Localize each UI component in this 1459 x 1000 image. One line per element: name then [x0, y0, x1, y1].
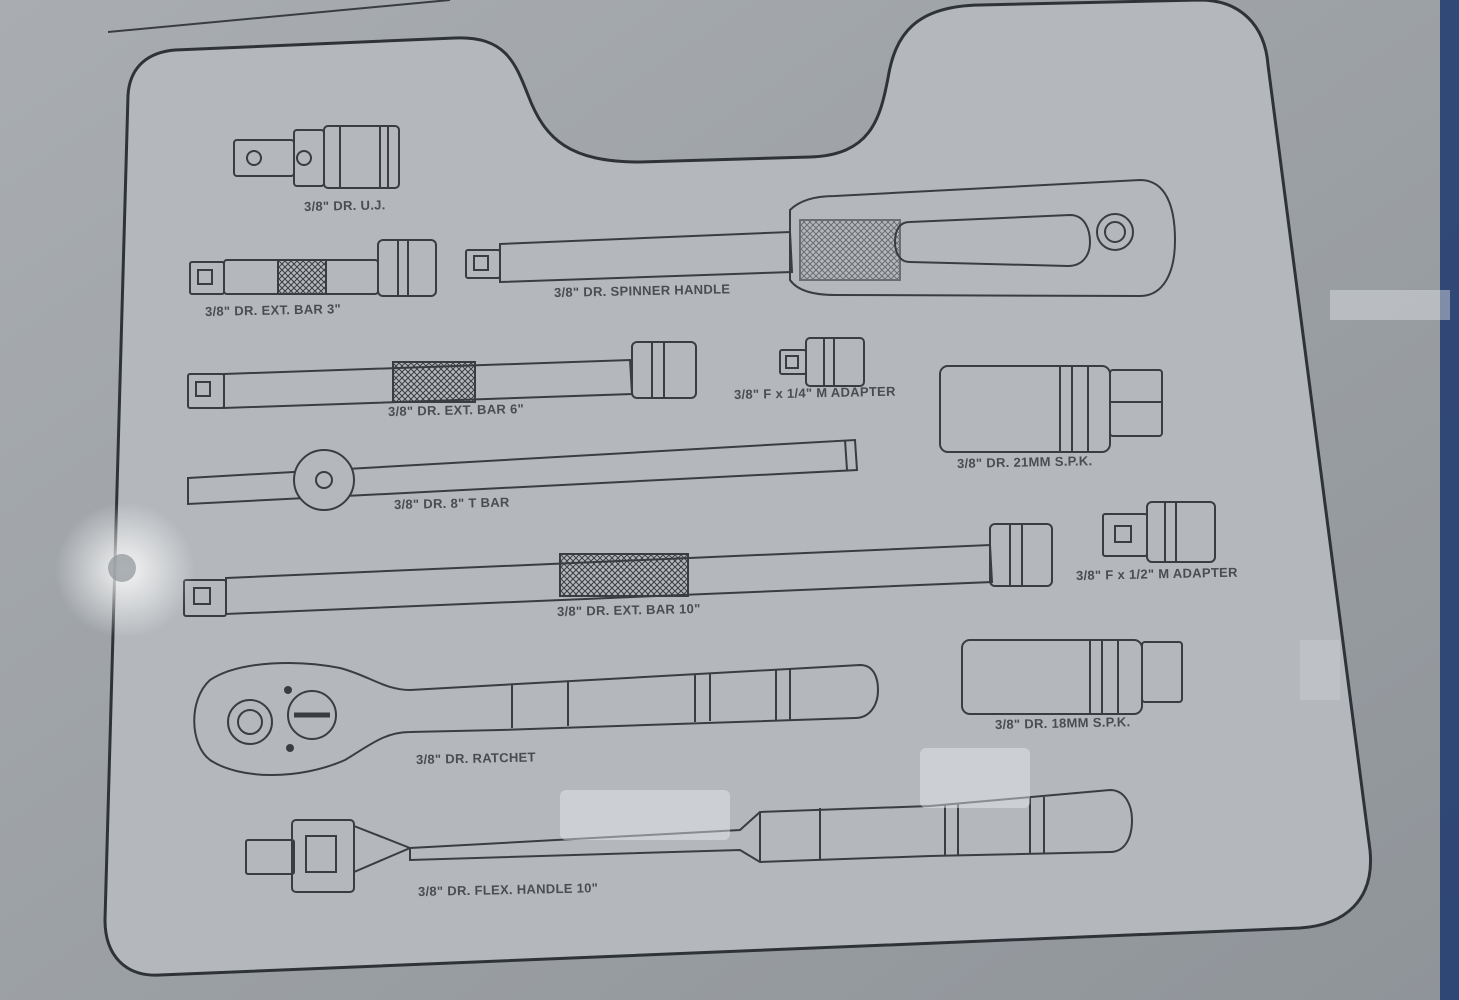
tray-hole [108, 554, 136, 582]
label-spk-18mm: 3/8" DR. 18MM S.P.K. [994, 714, 1131, 732]
label-ratchet: 3/8" DR. RATCHET [415, 749, 536, 767]
label-t-bar: 3/8" DR. 8" T BAR [393, 494, 510, 512]
universal-joint-icon [233, 125, 400, 189]
label-ext-bar-6in: 3/8" DR. EXT. BAR 6" [387, 401, 525, 419]
spark-plug-socket-18mm-icon [961, 639, 1183, 715]
adapter-half-icon [1102, 501, 1216, 563]
spark-plug-socket-21mm-icon [939, 365, 1163, 453]
ratchet-icon [193, 662, 880, 776]
extension-bar-10in-icon [183, 523, 1053, 617]
adapter-quarter-icon [779, 337, 865, 387]
label-spk-21mm: 3/8" DR. 21MM S.P.K. [956, 453, 1093, 471]
reflection-streaks [560, 290, 1450, 840]
label-ext-bar-10in: 3/8" DR. EXT. BAR 10" [556, 600, 701, 619]
spinner-handle-icon [465, 178, 1177, 298]
extension-bar-3in-icon [189, 239, 437, 297]
t-bar-icon [187, 438, 859, 511]
extension-bar-6in-icon [187, 341, 697, 410]
label-universal-joint: 3/8" DR. U.J. [303, 197, 386, 214]
label-ext-bar-3in: 3/8" DR. EXT. BAR 3" [204, 301, 342, 319]
top-edge-line [107, 0, 451, 33]
flex-handle-icon [245, 788, 1134, 893]
right-edge-strip [1440, 0, 1459, 1000]
